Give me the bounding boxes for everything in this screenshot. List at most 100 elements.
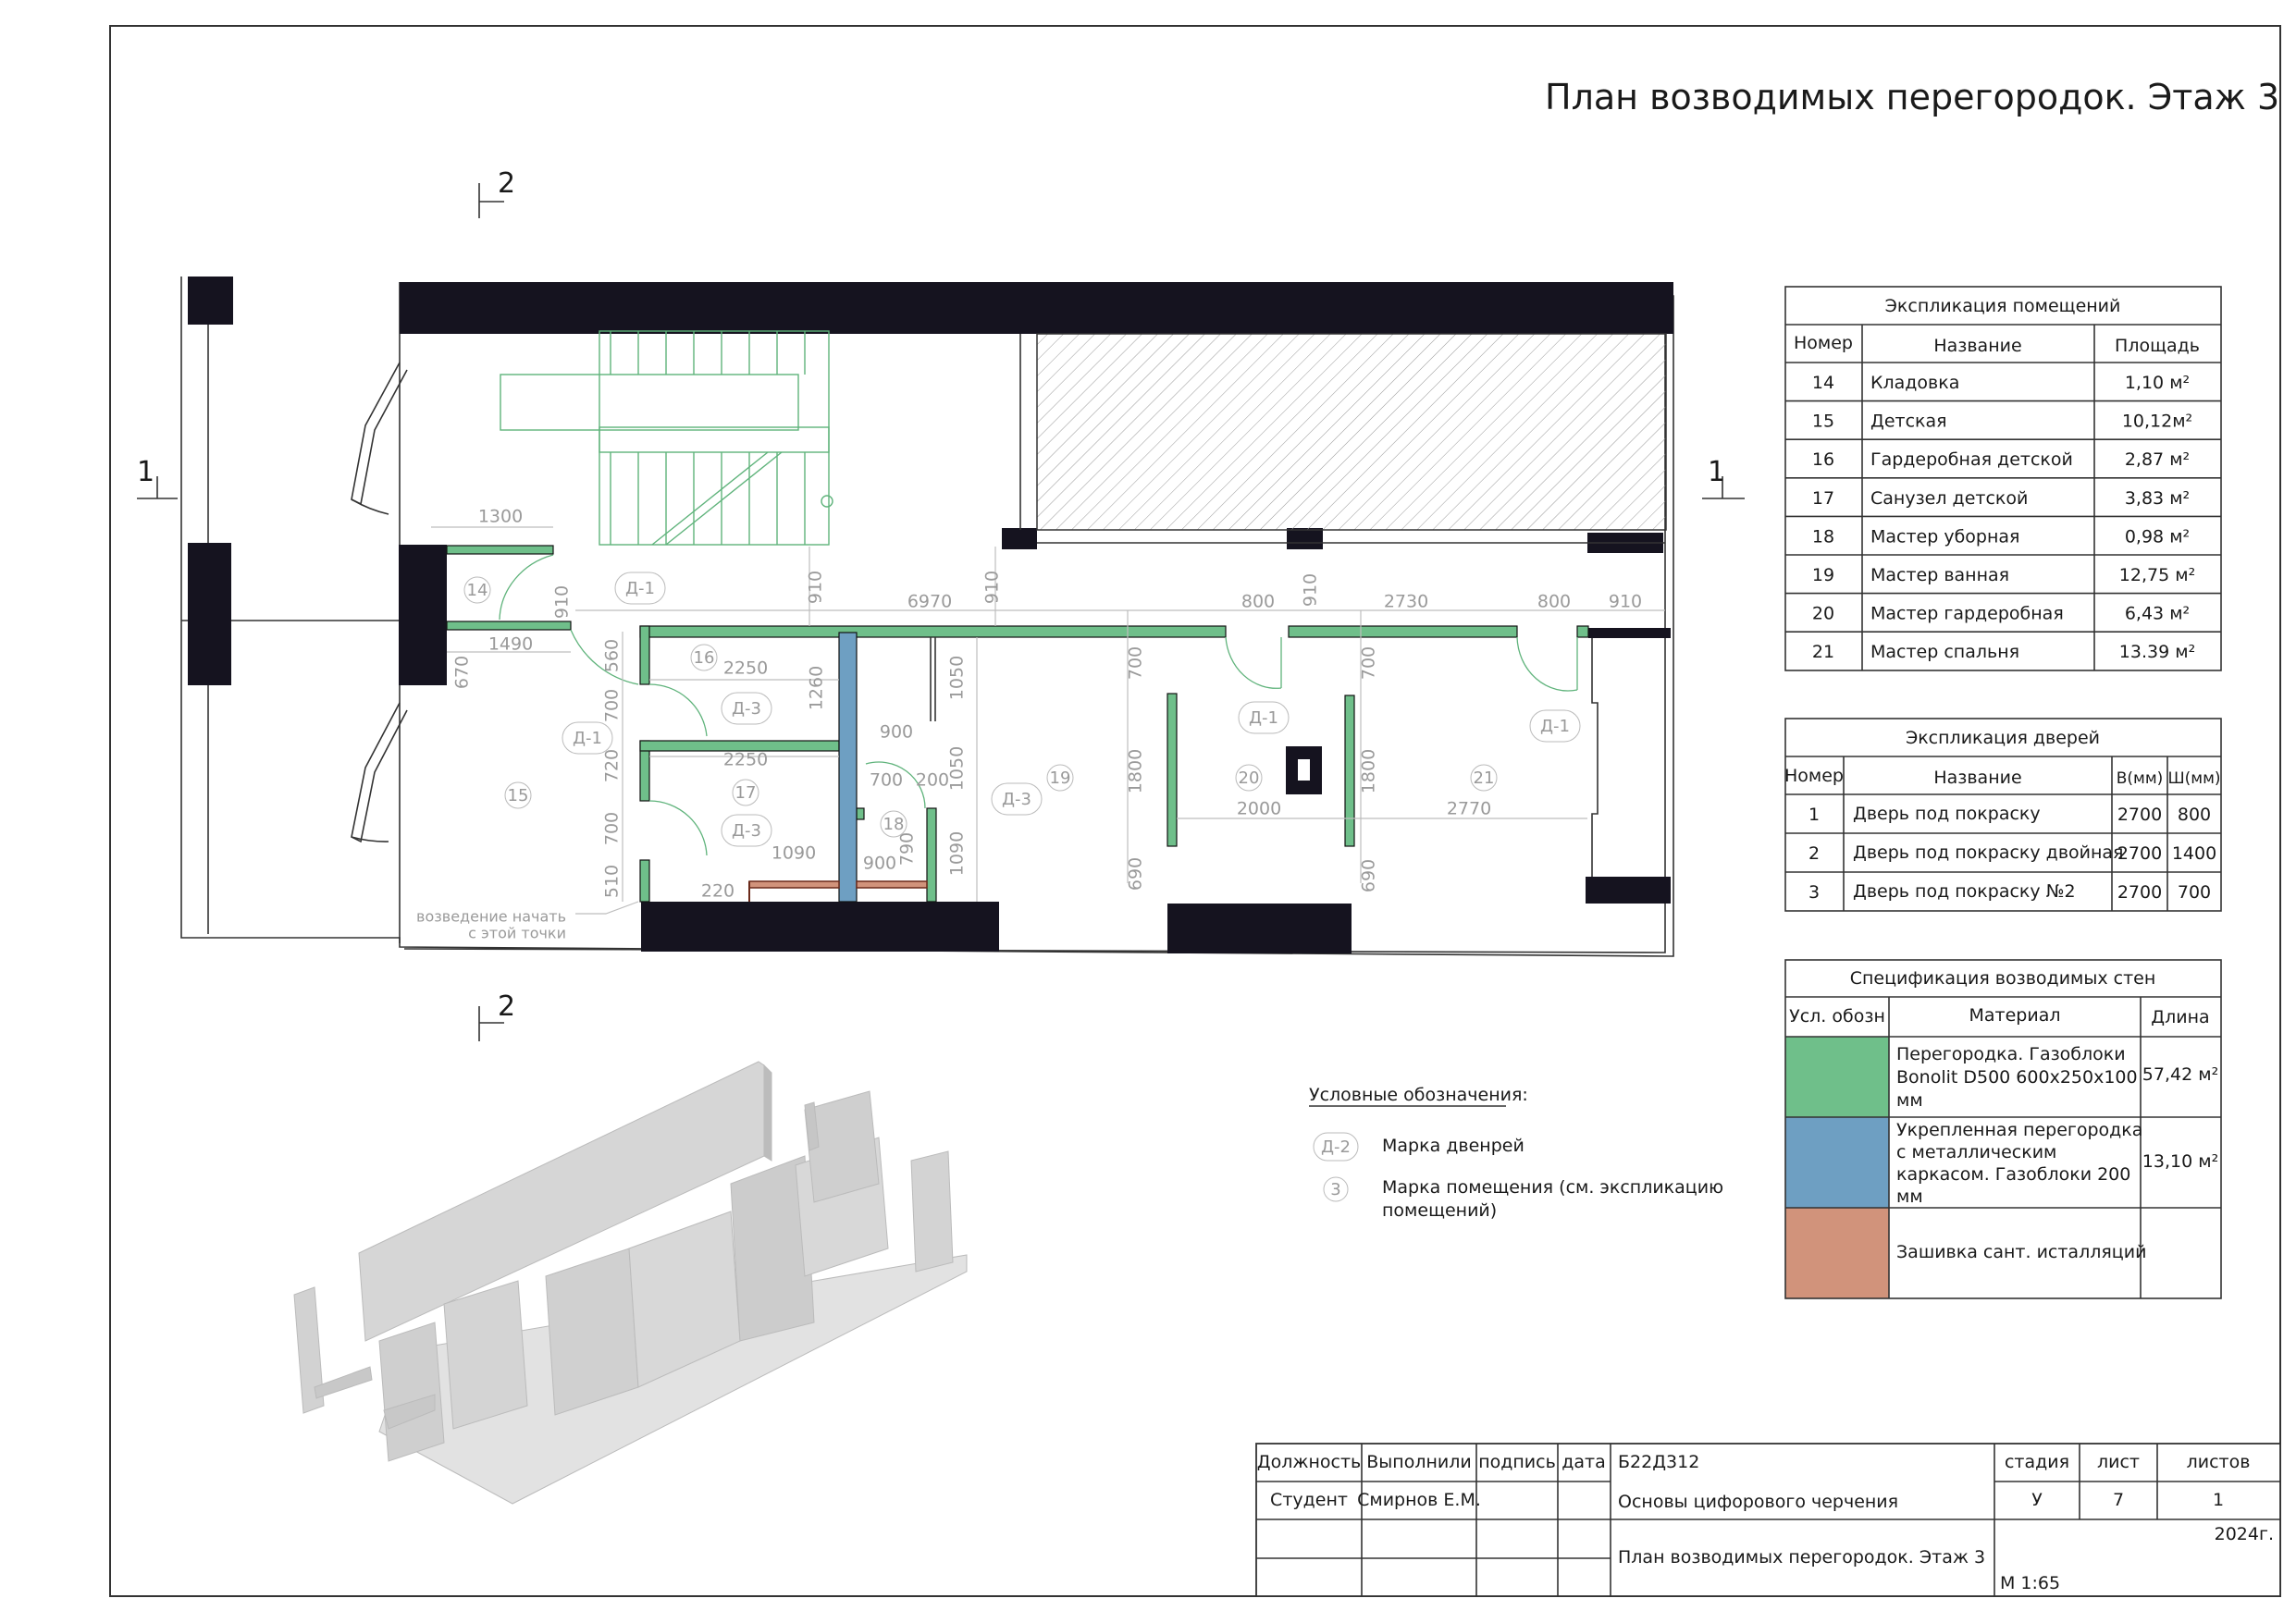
- dimension-label: 720: [602, 749, 623, 782]
- svg-text:с металлическим: с металлическим: [1896, 1142, 2056, 1162]
- svg-text:21: 21: [1812, 642, 1834, 662]
- svg-text:3,83 м²: 3,83 м²: [2125, 488, 2190, 509]
- dimension-label: 2730: [1384, 592, 1428, 612]
- room-tag: 15: [504, 781, 532, 809]
- room-number: 15: [508, 786, 529, 805]
- svg-text:Смирнов Е.М.: Смирнов Е.М.: [1357, 1490, 1481, 1510]
- dimension-lines: [431, 526, 1665, 902]
- svg-text:Кладовка: Кладовка: [1870, 373, 1959, 393]
- door-tag: Д-3: [991, 782, 1043, 816]
- door-tag: Д-1: [1529, 709, 1581, 743]
- svg-text:Название: Название: [1933, 768, 2021, 788]
- svg-text:1,10 м²: 1,10 м²: [2125, 373, 2190, 393]
- svg-text:1400: 1400: [2172, 843, 2216, 864]
- svg-text:Bonolit D500 600x250x100: Bonolit D500 600x250x100: [1896, 1067, 2138, 1088]
- svg-text:Гардеробная детской: Гардеробная детской: [1870, 449, 2073, 470]
- svg-text:Должность: Должность: [1257, 1452, 1362, 1472]
- walls-spec-table: Спецификация возводимых стен Усл. обозн …: [1784, 959, 2222, 1299]
- room-tag: 14: [463, 576, 491, 604]
- room-tag: 20: [1235, 764, 1263, 792]
- dimension-label: 910: [806, 571, 826, 604]
- svg-text:Дверь под покраску: Дверь под покраску: [1853, 804, 2041, 824]
- svg-text:подпись: подпись: [1478, 1452, 1556, 1472]
- swatch-reinforced: [1785, 1117, 1889, 1208]
- svg-text:700: 700: [2178, 882, 2211, 903]
- door-tag: Д-3: [721, 692, 772, 725]
- svg-text:План возводимых перегородок. Э: План возводимых перегородок. Этаж 3: [1618, 1547, 1985, 1568]
- svg-text:800: 800: [2178, 805, 2211, 825]
- svg-text:Перегородка. Газоблоки: Перегородка. Газоблоки: [1896, 1044, 2126, 1064]
- svg-text:Мастер ванная: Мастер ванная: [1870, 565, 2009, 585]
- section-marker-1-left: 1: [137, 456, 178, 499]
- door-mark: Д-3: [732, 699, 761, 719]
- dimension-label: 700: [602, 689, 623, 722]
- room-tag: 17: [732, 779, 759, 806]
- svg-text:18: 18: [1812, 526, 1834, 547]
- svg-text:Мастер уборная: Мастер уборная: [1870, 526, 2019, 547]
- svg-text:У: У: [2031, 1490, 2043, 1510]
- dimension-label: 800: [1537, 592, 1571, 612]
- svg-text:1: 1: [1708, 456, 1725, 488]
- room-number: 19: [1050, 768, 1071, 788]
- room-tag: 21: [1470, 764, 1498, 792]
- svg-text:20: 20: [1812, 604, 1834, 624]
- svg-text:помещений): помещений): [1382, 1200, 1497, 1221]
- svg-text:15: 15: [1812, 412, 1834, 432]
- door-tag: Д-1: [562, 721, 613, 755]
- svg-text:2: 2: [498, 167, 515, 200]
- dimension-label: 1800: [1126, 749, 1146, 793]
- dimension-label: 900: [880, 722, 913, 743]
- room-tag: 18: [880, 810, 907, 838]
- dimension-label: 2770: [1447, 799, 1491, 819]
- dimension-label: 2000: [1237, 799, 1281, 819]
- dimension-label: 910: [1609, 592, 1642, 612]
- plumbing-boxing: [748, 880, 928, 902]
- svg-text:Основы цифорового черчения: Основы цифорового черчения: [1618, 1492, 1898, 1512]
- svg-text:19: 19: [1812, 565, 1834, 585]
- svg-text:Дверь под покраску №2: Дверь под покраску №2: [1853, 881, 2076, 902]
- sheet-frame: [109, 25, 2281, 1597]
- room-number: 18: [883, 815, 905, 834]
- section-marker-2-bottom: 2: [478, 990, 515, 1041]
- dimension-label: 1490: [488, 634, 533, 655]
- dimension-label: 700: [1126, 646, 1146, 680]
- shaft-hatched-area: [1036, 333, 1667, 531]
- svg-text:1: 1: [2213, 1490, 2224, 1510]
- dimension-label: 1050: [947, 656, 968, 700]
- svg-text:2,87 м²: 2,87 м²: [2125, 449, 2190, 470]
- svg-text:1: 1: [1808, 805, 1820, 825]
- dimension-label: 800: [1241, 592, 1275, 612]
- dimension-label: 1300: [478, 507, 523, 527]
- dimension-label: 700: [602, 812, 623, 845]
- section-marker-2-top: 2: [478, 167, 515, 218]
- svg-text:с этой точки: с этой точки: [468, 925, 566, 942]
- svg-text:В(мм): В(мм): [2117, 769, 2164, 788]
- room-number: 14: [467, 581, 488, 600]
- dimension-label: 1260: [807, 666, 827, 710]
- svg-text:Ш(мм): Ш(мм): [2167, 769, 2220, 788]
- dimension-label: 910: [1301, 573, 1321, 607]
- door-mark: Д-1: [1249, 708, 1278, 728]
- dimension-label: 790: [897, 832, 918, 866]
- dimension-label: 670: [452, 656, 473, 689]
- dimension-label: 700: [1359, 646, 1379, 680]
- svg-text:Марка помещения (см. экспликац: Марка помещения (см. экспликацию: [1382, 1177, 1723, 1198]
- dimension-label: 910: [552, 585, 573, 619]
- svg-text:2: 2: [498, 990, 515, 1023]
- doors-table: Экспликация дверей Номер Название В(мм) …: [1784, 718, 2222, 912]
- svg-text:2700: 2700: [2117, 805, 2162, 825]
- svg-text:мм: мм: [1896, 1187, 1923, 1207]
- door-mark: Д-1: [625, 579, 655, 598]
- door-mark: Д-3: [1002, 790, 1031, 809]
- dimension-label: 200: [916, 770, 949, 791]
- svg-text:Студент: Студент: [1270, 1490, 1348, 1510]
- svg-text:3: 3: [1330, 1180, 1340, 1199]
- svg-text:Зашивка сант. исталляций: Зашивка сант. исталляций: [1896, 1242, 2146, 1262]
- page-title: План возводимых перегородок. Этаж 3: [1545, 77, 2279, 117]
- svg-text:листов: листов: [2187, 1452, 2251, 1472]
- dimension-label: 6970: [907, 592, 952, 612]
